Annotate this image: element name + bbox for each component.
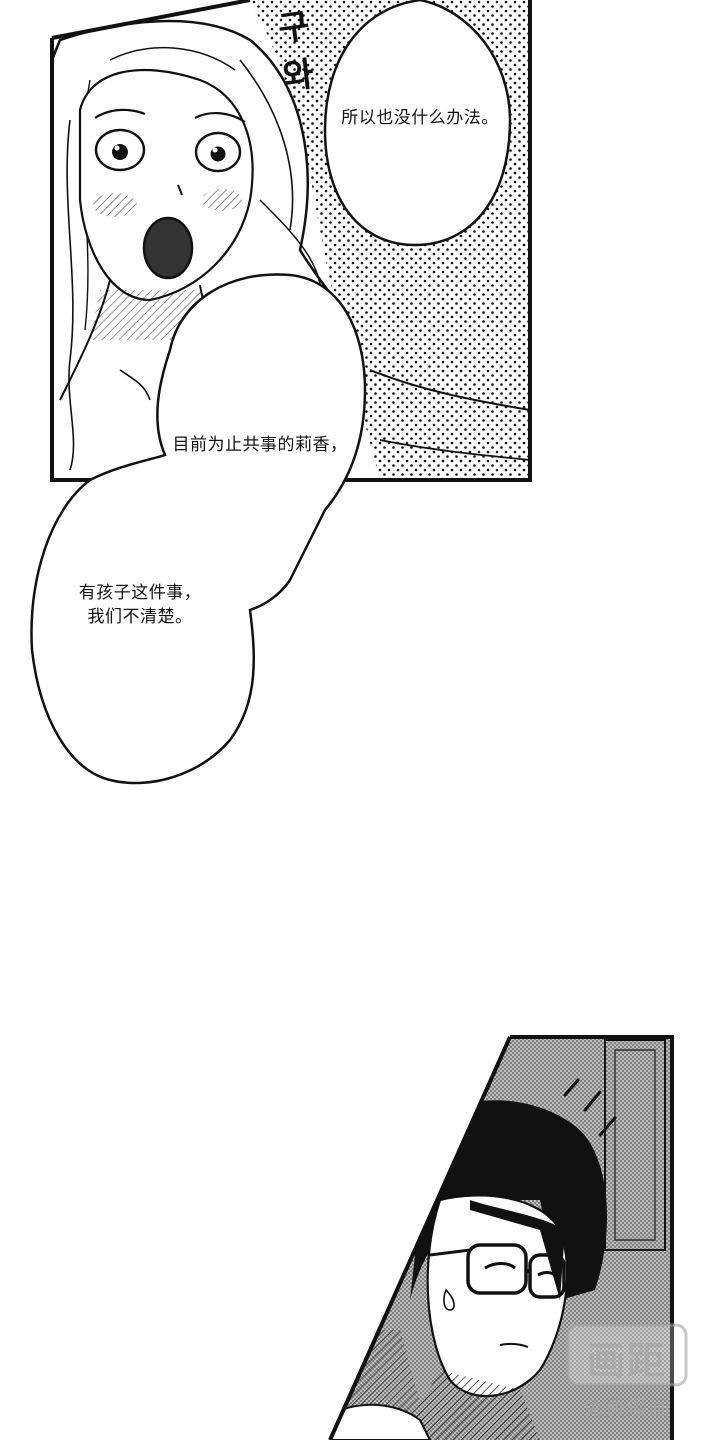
sweat-drop [443, 1288, 455, 1311]
glasses-left [466, 1243, 528, 1295]
bubble-bottom-line1: 有孩子这件事， [78, 583, 202, 603]
woman-face [78, 68, 254, 302]
speech-bubble-combined [30, 273, 367, 785]
watermark-logo-frame [566, 1323, 688, 1387]
watermark-logo: 画距 [586, 1339, 667, 1383]
watermark-caption: 免费漫画 [583, 1396, 671, 1420]
bubble-bottom-line2: 我们不清楚。 [87, 607, 193, 627]
sfx-bottom: 와 [280, 54, 316, 98]
panel-bottom-border [328, 1035, 674, 1440]
man-face [426, 1194, 569, 1398]
blush-right [202, 189, 242, 211]
sfx-top: 구 [275, 5, 313, 50]
glasses-right [528, 1253, 566, 1299]
open-mouth [142, 216, 194, 280]
speech-bubble-top [323, 0, 512, 247]
blush-left [93, 193, 137, 217]
bubble-middle-text: 目前为止共事的莉香， [172, 435, 348, 455]
bubble-top-text: 所以也没什么办法。 [341, 108, 499, 128]
